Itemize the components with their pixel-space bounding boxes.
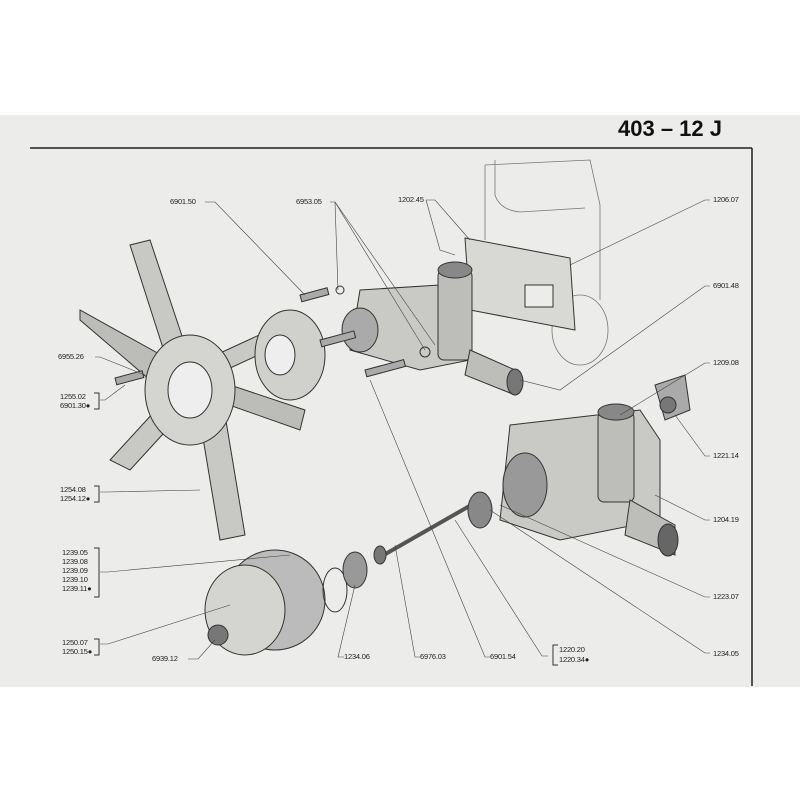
callout-6901-50: 6901.50	[170, 197, 196, 206]
thermostat-fitting	[654, 374, 691, 421]
drive-pulley	[204, 549, 326, 656]
callout-6939-12: 6939.12	[152, 654, 178, 663]
callout-6955-26: 6955.26	[58, 352, 84, 361]
callout-1239-10: 1239.10	[62, 575, 88, 584]
callout-1206-07: 1206.07	[713, 195, 739, 204]
brackets	[94, 392, 558, 666]
leader-lines	[95, 199, 710, 660]
fan	[79, 239, 306, 541]
callout-6901-48: 6901.48	[713, 281, 739, 290]
callout-1234-05: 1234.05	[713, 649, 739, 658]
callout-6953-05: 6953.05	[296, 197, 322, 206]
fan-pulley	[254, 309, 326, 401]
callout-1221-14: 1221.14	[713, 451, 739, 460]
callout-1239-05: 1239.05	[62, 548, 88, 557]
plate-number: 403 – 12 J	[618, 116, 722, 141]
callout-1250-15: 1250.15●	[62, 647, 93, 656]
callout-6976-03: 6976.03	[420, 652, 446, 661]
bolts	[114, 285, 431, 386]
shaft-bearings	[322, 491, 493, 613]
callout-1204-19: 1204.19	[713, 515, 739, 524]
callout-1250-07: 1250.07	[62, 638, 88, 647]
callout-6901-54: 6901.54	[490, 652, 516, 661]
pump-housing-lower	[499, 403, 679, 557]
callout-6901-30: 6901.30●	[60, 401, 91, 410]
gasket	[464, 237, 576, 331]
callout-1254-12: 1254.12●	[60, 494, 91, 503]
callout-1202-45: 1202.45	[398, 195, 424, 204]
callout-1239-11: 1239.11●	[62, 584, 92, 593]
pump-housing-upper	[341, 261, 524, 396]
callout-1220-34: 1220.34●	[559, 655, 590, 664]
callout-1220-20: 1220.20	[559, 645, 585, 654]
callout-1223-07: 1223.07	[713, 592, 739, 601]
callout-1239-09: 1239.09	[62, 566, 88, 575]
callout-1209-08: 1209.08	[713, 358, 739, 367]
callout-1234-06: 1234.06	[344, 652, 370, 661]
engine-block	[484, 159, 609, 366]
callout-1255-02: 1255.02	[60, 392, 86, 401]
callout-1254-08: 1254.08	[60, 485, 86, 494]
callout-1239-08: 1239.08	[62, 557, 88, 566]
